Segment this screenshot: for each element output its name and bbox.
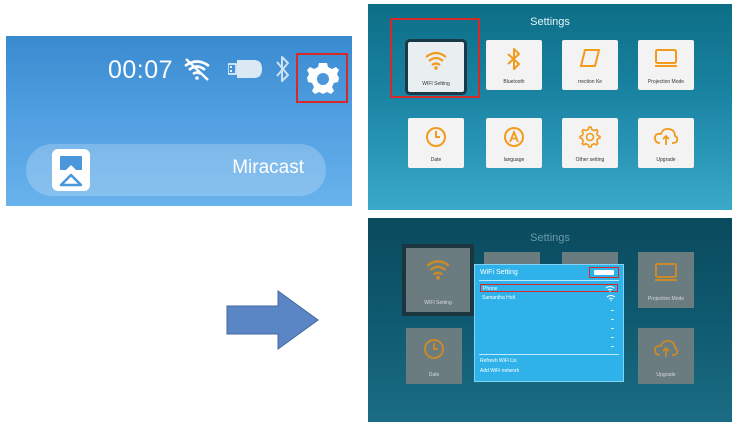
language-icon	[504, 127, 524, 147]
list-placeholder-tick	[611, 346, 614, 347]
clock-text: 00:07	[108, 56, 174, 84]
tile-label: rrection Ke	[577, 79, 603, 85]
tile-date[interactable]: Date	[406, 328, 462, 384]
wifi-icon	[425, 51, 447, 70]
network-name: Phone	[483, 286, 498, 292]
status-bar: 00:07	[6, 48, 352, 103]
wifi-off-icon	[184, 58, 210, 81]
settings-gear-button[interactable]	[296, 53, 348, 103]
miracast-button[interactable]: Miracast	[26, 144, 326, 196]
tile-projection-mode[interactable]: Projection Mode	[638, 40, 694, 90]
list-placeholder-tick	[611, 310, 614, 311]
selection-highlight	[390, 18, 480, 98]
settings-title: Settings	[530, 232, 570, 244]
wifi-toggle[interactable]	[594, 270, 614, 275]
gear-icon	[307, 63, 339, 94]
tile-other-setting[interactable]: Other setting	[562, 118, 618, 168]
tile-language[interactable]: language	[486, 118, 542, 168]
settings-panel: Settings WIFI Setting Bluetooth rrection…	[368, 4, 732, 210]
tile-label: Projection Mode	[647, 79, 685, 85]
tile-keystone-correction[interactable]: rrection Ke	[562, 40, 618, 90]
wifi-toggle-highlight	[589, 267, 619, 278]
tile-wifi-setting[interactable]: WIFI Setting	[408, 42, 464, 92]
tile-label: Date	[430, 157, 442, 163]
monitor-icon	[655, 49, 677, 67]
miracast-icon	[52, 149, 90, 191]
tile-label: WIFI Setting	[424, 300, 452, 306]
tile-upgrade[interactable]: Upgrade	[638, 328, 694, 384]
dialog-divider	[479, 354, 619, 355]
wifi-setting-dialog: WiFi Setting Phone Samantha Holt	[474, 264, 624, 382]
home-status-panel: 00:07	[6, 36, 352, 206]
tile-upgrade[interactable]: Upgrade	[638, 118, 694, 168]
tile-label: Upgrade	[656, 157, 676, 163]
refresh-wifi-list-button[interactable]: Refresh WiFi Lis	[480, 358, 517, 364]
keystone-icon	[579, 49, 601, 67]
wifi-signal-icon	[606, 295, 616, 301]
miracast-label: Miracast	[232, 157, 304, 178]
network-name: Samantha Holt	[482, 295, 516, 301]
tile-projection-mode[interactable]: Projection Mode	[638, 252, 694, 308]
list-placeholder-tick	[611, 328, 614, 329]
tile-label: WIFI Setting	[422, 81, 450, 87]
tile-bluetooth[interactable]: Bluetooth	[486, 40, 542, 90]
wifi-icon	[426, 260, 450, 280]
tile-wifi-setting[interactable]: WIFI Setting	[406, 248, 470, 312]
tile-label: language	[503, 157, 525, 163]
settings-title: Settings	[530, 16, 570, 28]
network-row[interactable]: Phone	[480, 284, 618, 292]
cloud-upgrade-icon	[654, 339, 679, 357]
monitor-icon	[655, 263, 677, 281]
tile-label: Other setting	[575, 157, 605, 163]
next-step-arrow	[226, 290, 319, 350]
add-wifi-network-button[interactable]: Add WiFi network	[480, 368, 520, 374]
bluetooth-icon	[276, 56, 289, 82]
tile-label: Bluetooth	[503, 79, 525, 85]
dialog-title: WiFi Setting	[480, 269, 518, 276]
clock-icon	[424, 339, 444, 359]
network-row[interactable]: Samantha Holt	[480, 294, 618, 302]
tile-date[interactable]: Date	[408, 118, 464, 168]
tile-label: Date	[428, 372, 440, 378]
tile-label: Upgrade	[656, 372, 676, 378]
cloud-upgrade-icon	[654, 127, 679, 145]
gear-icon	[579, 126, 601, 148]
list-placeholder-tick	[611, 337, 614, 338]
wifi-signal-icon	[605, 286, 615, 292]
clock-icon	[426, 127, 446, 147]
wifi-setting-panel: Settings WIFI Setting Projection Mode Da…	[368, 218, 732, 422]
usb-drive-icon	[228, 60, 262, 78]
list-placeholder-tick	[611, 319, 614, 320]
bluetooth-icon	[507, 48, 520, 70]
dialog-divider	[479, 280, 619, 281]
tile-label: Projection Mode	[647, 296, 685, 302]
